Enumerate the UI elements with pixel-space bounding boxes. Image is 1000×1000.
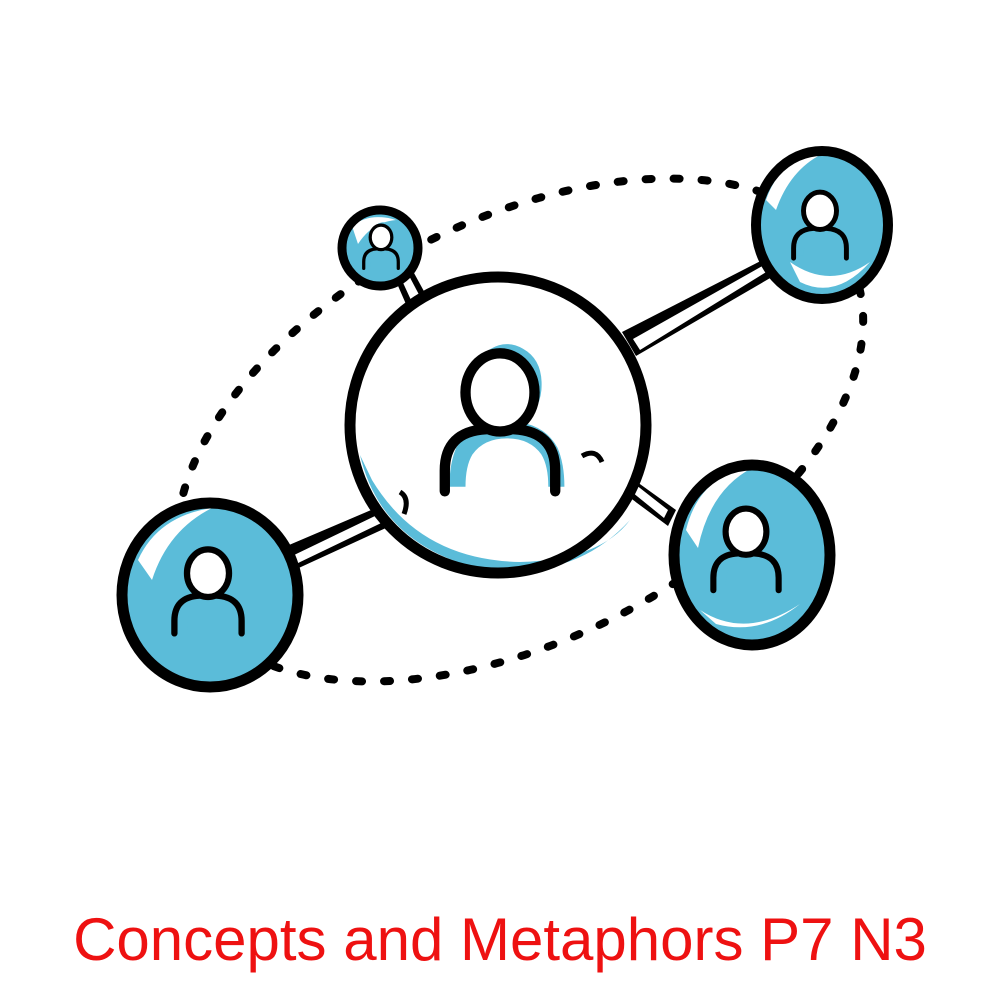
satellite-node-top-left: [337, 205, 423, 291]
hub-node: [344, 271, 652, 579]
caption-text: Concepts and Metaphors P7 N3: [73, 906, 927, 973]
network-diagram: [116, 146, 893, 693]
satellite-node-bottom-right: [668, 459, 836, 651]
satellite-node-top-right: [751, 146, 893, 304]
satellite-node-bottom-left: [116, 497, 304, 693]
